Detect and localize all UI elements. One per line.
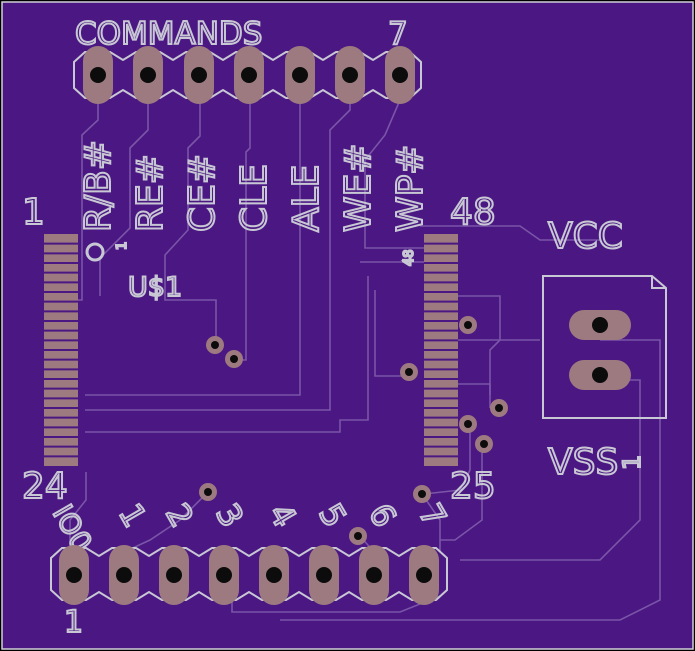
io-drill-4	[216, 567, 232, 583]
cmd-drill-7	[392, 67, 408, 83]
io-drill-6	[316, 567, 332, 583]
power-connector-pads	[569, 310, 631, 390]
vss-label: VSS	[548, 442, 618, 483]
chip-pin1-marker	[85, 242, 105, 262]
chip-pin-25-label: 25	[450, 466, 496, 507]
via-drill	[211, 341, 219, 349]
via-drill	[405, 368, 413, 376]
cmd-drill-6	[342, 67, 358, 83]
cmd-drill-1	[90, 67, 106, 83]
chip-left-pad-separators	[44, 242, 78, 458]
signal-label-rb: R/B#	[78, 140, 119, 232]
chip-name-label: U$1	[128, 272, 182, 303]
io-drill-7	[366, 567, 382, 583]
cmd-drill-4	[241, 67, 257, 83]
signal-label-wp: WP#	[390, 145, 431, 232]
io-row-index-label: 1	[64, 605, 83, 640]
via-drill	[418, 490, 426, 498]
vias	[199, 316, 508, 545]
chip-pin-1-label: 1	[22, 192, 45, 233]
signal-label-ce: CE#	[182, 154, 223, 232]
via-drill	[464, 321, 472, 329]
io-drill-3	[166, 567, 182, 583]
chip-pin-24-label: 24	[22, 466, 68, 507]
vcc-label: VCC	[548, 216, 623, 257]
via-drill	[354, 532, 362, 540]
chip-pin-48-label: 48	[450, 192, 496, 233]
signal-label-ale: ALE	[286, 165, 327, 232]
vss-overlap-glyph: 1	[618, 455, 646, 470]
vcc-drill	[592, 317, 608, 333]
power-connector-outline	[542, 275, 667, 419]
vss-drill	[592, 367, 608, 383]
io-connector-pads	[59, 545, 439, 605]
chip-right-pad-separators	[424, 242, 458, 458]
io-drill-5	[266, 567, 282, 583]
signal-label-we: WE#	[338, 143, 379, 232]
via-drill	[230, 355, 238, 363]
chip-small-1-label: 1	[115, 242, 130, 250]
io-drill-1	[66, 567, 82, 583]
cmd-drill-2	[140, 67, 156, 83]
io-drill-8	[416, 567, 432, 583]
signal-label-re: RE#	[130, 154, 171, 232]
io-drill-2	[116, 567, 132, 583]
via-drill	[204, 488, 212, 496]
chip-small-48-label: 48	[402, 249, 417, 266]
signal-label-cle: CLE	[234, 164, 275, 232]
commands-connector-pads	[83, 46, 415, 104]
cmd-drill-5	[292, 67, 308, 83]
via-drill	[480, 440, 488, 448]
commands-pin-count: 7	[388, 16, 408, 52]
commands-header: COMMANDS	[75, 16, 262, 52]
via-drill	[495, 404, 503, 412]
io-header-outline	[50, 547, 448, 601]
command-signal-labels: R/B# RE# CE# CLE ALE WE# WP#	[77, 139, 432, 233]
cmd-drill-3	[191, 67, 207, 83]
via-drill	[464, 420, 472, 428]
